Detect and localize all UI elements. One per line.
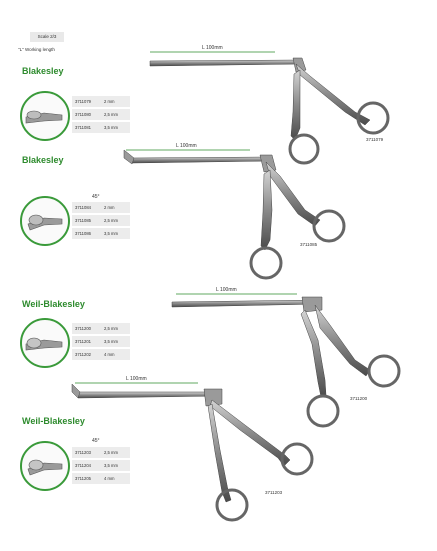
tip-thumbnail [20,318,70,368]
instrument-code: 3711085 [300,242,318,247]
tip-thumbnail [20,196,70,246]
instrument-code: 3711203 [265,490,283,495]
forceps-illustration [71,382,314,522]
forceps-tip-icon [25,110,63,124]
forceps-illustration [149,51,390,165]
forceps-illustration [171,293,401,428]
length-label: L 100mm [202,45,223,51]
forceps-tip-icon [25,337,63,351]
scale-label: Scale 2/3 [30,32,64,42]
length-label: L 100mm [216,287,237,293]
forceps-illustration [123,149,346,280]
section-title: Blakesley [22,66,64,76]
working-length-note: "L" Working length [18,47,55,52]
section-title: Blakesley [22,155,64,165]
forceps-tip-icon [27,459,63,476]
angle-label: 45° [92,438,100,444]
angle-label: 45° [92,194,100,200]
length-label: L 100mm [176,143,197,149]
instrument-code: 3711200 [350,396,368,401]
section-title: Weil-Blakesley [22,416,85,426]
forceps-tip-icon [27,214,63,231]
section-title: Weil-Blakesley [22,299,85,309]
instrument-code: 3711079 [366,137,384,142]
tip-thumbnail [20,91,70,141]
length-label: L 100mm [126,376,147,382]
tip-thumbnail [20,441,70,491]
